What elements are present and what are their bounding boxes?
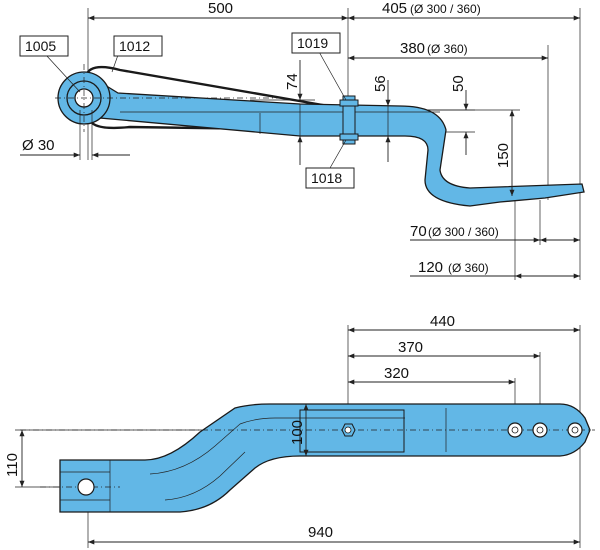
dim-440: 440 (430, 313, 455, 330)
dim-56: 56 (372, 75, 389, 92)
leader-line (111, 54, 119, 73)
dim-370: 370 (398, 339, 423, 356)
u-bolt (342, 95, 356, 145)
dim-150: 150 (495, 143, 512, 168)
ref-1019: 1019 (297, 35, 328, 51)
hole-370 (532, 422, 548, 438)
arm-plan-edge (164, 451, 246, 501)
spring-arm (99, 80, 585, 207)
leader-line (317, 49, 347, 101)
ref-box-1019 (291, 32, 341, 54)
ref-box-1012 (113, 35, 163, 57)
hole-370-inner (536, 426, 544, 434)
bolt-center (344, 426, 352, 434)
hole-440-inner (571, 426, 579, 434)
hole-440 (567, 422, 583, 438)
ref-1012: 1012 (119, 38, 150, 54)
dim-320: 320 (384, 365, 409, 382)
seat-pad (299, 409, 405, 453)
dim-110: 110 (4, 453, 21, 477)
plan-view: 440 370 320 100 110 940 (4, 313, 595, 548)
dim-30: Ø 30 (22, 137, 55, 154)
leader-line (329, 139, 347, 169)
hole-320-inner (511, 426, 519, 434)
bolt-nut-bottom (339, 133, 359, 141)
dim-70: 70 (410, 223, 427, 240)
dim-940: 940 (308, 524, 333, 541)
dim-100: 100 (289, 420, 306, 445)
ref-box-1018 (305, 167, 355, 189)
dim-70-note: (Ø 300 / 360) (428, 225, 499, 239)
ref-1005: 1005 (25, 38, 56, 54)
hole-320 (507, 422, 523, 438)
dim-120-note: (Ø 360) (448, 261, 489, 275)
dim-500: 500 (208, 0, 233, 17)
dim-50: 50 (450, 75, 467, 92)
eye-hole-plan (77, 478, 95, 496)
dim-120: 120 (418, 259, 443, 276)
dim-405: 405 (382, 0, 407, 17)
dim-380-note: (Ø 360) (427, 42, 468, 56)
dim-74: 74 (284, 73, 301, 90)
side-view: 500 405 (Ø 300 / 360) 380 (Ø 360) 74 56 … (19, 0, 585, 280)
arm-plan-edge (149, 417, 405, 475)
spring-leaf-lower (91, 122, 341, 132)
ref-box-1005 (19, 35, 69, 57)
dim-405-note: (Ø 300 / 360) (410, 2, 481, 16)
dim-380: 380 (400, 40, 425, 57)
arm-plan (59, 403, 591, 513)
leader-line (45, 54, 81, 93)
bolt-nut-top (339, 99, 359, 107)
ref-1018: 1018 (311, 170, 342, 186)
